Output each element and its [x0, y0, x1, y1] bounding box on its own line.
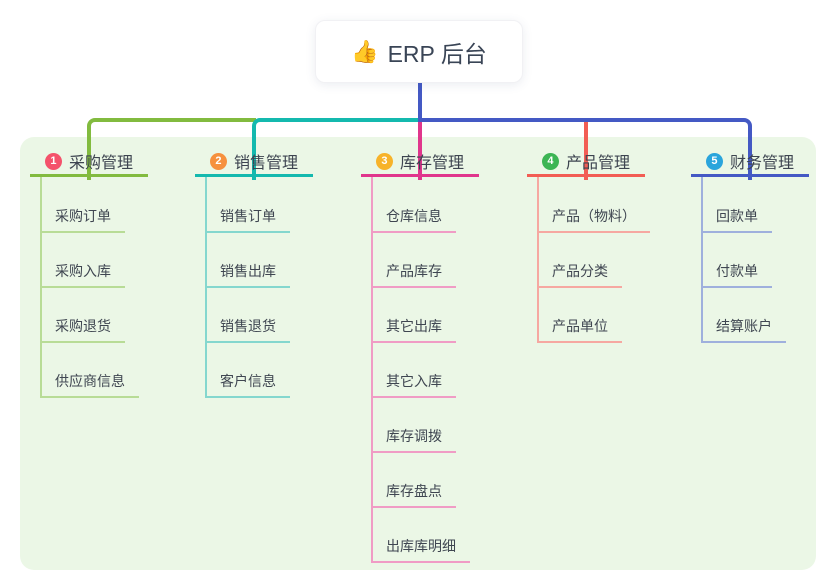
- branch-2-item[interactable]: 销售退货: [205, 309, 290, 343]
- branch-1-item[interactable]: 供应商信息: [40, 364, 139, 398]
- branch-1-item[interactable]: 采购订单: [40, 199, 125, 233]
- branch-3-connector-line: [418, 120, 422, 180]
- branch-1-header[interactable]: 1 采购管理: [30, 148, 148, 177]
- branch-3-item[interactable]: 产品库存: [371, 254, 456, 288]
- branch-1-connector-line: [87, 118, 256, 180]
- branch-3-number-badge: 3: [375, 152, 393, 170]
- branch-3-item[interactable]: 出库库明细: [371, 529, 470, 563]
- branch-5-item-label: 回款单: [716, 208, 758, 224]
- branch-5-connector-line: [418, 118, 752, 180]
- branch-5-label: 财务管理: [729, 155, 794, 172]
- root-stem-line: [418, 83, 422, 120]
- branch-4-item-label: 产品（物料）: [552, 208, 636, 224]
- branch-2-item[interactable]: 销售订单: [205, 199, 290, 233]
- branch-5-item[interactable]: 结算账户: [701, 309, 786, 343]
- branch-4-item-label: 产品单位: [552, 318, 608, 334]
- branches-panel: [20, 137, 816, 570]
- branch-4-label: 产品管理: [565, 155, 630, 172]
- branch-1-item-label: 采购退货: [55, 318, 111, 334]
- branch-4-header[interactable]: 4 产品管理: [527, 148, 645, 177]
- branch-5-item[interactable]: 回款单: [701, 199, 772, 233]
- branch-2-item[interactable]: 客户信息: [205, 364, 290, 398]
- branch-5-item[interactable]: 付款单: [701, 254, 772, 288]
- branch-4-item[interactable]: 产品单位: [537, 309, 622, 343]
- branch-5-header[interactable]: 5 财务管理: [691, 148, 809, 177]
- branch-4-children-line: [537, 176, 539, 343]
- branch-4-connector-line: [584, 120, 588, 180]
- branch-2-item-label: 销售订单: [220, 208, 276, 224]
- branch-3-item-label: 产品库存: [386, 263, 442, 279]
- branch-1-label: 采购管理: [68, 155, 133, 172]
- branch-3-item[interactable]: 库存调拨: [371, 419, 456, 453]
- branch-3-item[interactable]: 其它入库: [371, 364, 456, 398]
- root-node-label: ERP 后台: [387, 40, 487, 67]
- branch-3-item-label: 出库库明细: [386, 538, 456, 554]
- branch-3-item-label: 库存盘点: [386, 483, 442, 499]
- branch-3-item[interactable]: 仓库信息: [371, 199, 456, 233]
- branch-1-number-badge: 1: [44, 152, 62, 170]
- thumbs-up-icon: 👍: [351, 38, 379, 64]
- branch-5-number-badge: 5: [705, 152, 723, 170]
- branch-2-number-badge: 2: [209, 152, 227, 170]
- branch-3-label: 库存管理: [399, 155, 464, 172]
- branch-1-item[interactable]: 采购入库: [40, 254, 125, 288]
- branch-3-item-label: 库存调拨: [386, 428, 442, 444]
- branch-3-item-label: 仓库信息: [386, 208, 442, 224]
- branch-3-children-line: [371, 176, 373, 563]
- branch-2-header[interactable]: 2 销售管理: [195, 148, 313, 177]
- branch-1-item-label: 供应商信息: [55, 373, 125, 389]
- branch-2-item[interactable]: 销售出库: [205, 254, 290, 288]
- branch-2-connector-line: [252, 118, 422, 180]
- branch-2-item-label: 销售出库: [220, 263, 276, 279]
- branch-1-item-label: 采购订单: [55, 208, 111, 224]
- branch-5-item-label: 结算账户: [716, 318, 772, 334]
- branch-2-item-label: 客户信息: [220, 373, 276, 389]
- branch-5-item-label: 付款单: [716, 263, 758, 279]
- branch-1-item[interactable]: 采购退货: [40, 309, 125, 343]
- branch-3-item-label: 其它入库: [386, 373, 442, 389]
- branch-3-item[interactable]: 其它出库: [371, 309, 456, 343]
- branch-2-label: 销售管理: [233, 155, 298, 172]
- branch-4-item-label: 产品分类: [552, 263, 608, 279]
- branch-2-item-label: 销售退货: [220, 318, 276, 334]
- branch-1-item-label: 采购入库: [55, 263, 111, 279]
- branch-5-children-line: [701, 176, 703, 343]
- branch-4-item[interactable]: 产品（物料）: [537, 199, 650, 233]
- branch-3-item[interactable]: 库存盘点: [371, 474, 456, 508]
- branch-3-header[interactable]: 3 库存管理: [361, 148, 479, 177]
- branch-4-item[interactable]: 产品分类: [537, 254, 622, 288]
- root-node-erp[interactable]: 👍 ERP 后台: [315, 20, 523, 83]
- branch-4-number-badge: 4: [541, 152, 559, 170]
- branch-3-item-label: 其它出库: [386, 318, 442, 334]
